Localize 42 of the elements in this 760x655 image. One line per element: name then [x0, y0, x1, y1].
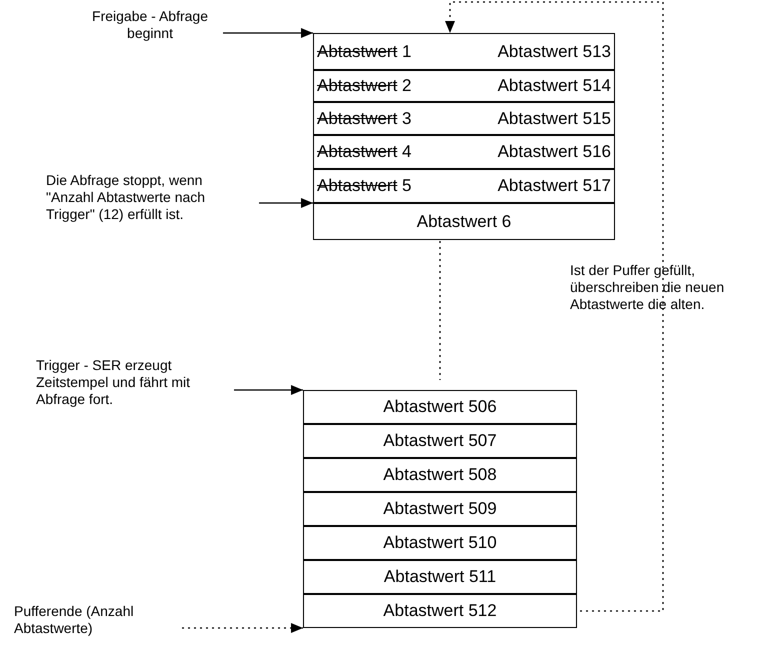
- annotation-text: Trigger - SER erzeugt Zeitstempel und fährt mit Abfrage fort.: [36, 357, 226, 408]
- sample-text: Abtastwert 514: [498, 76, 611, 96]
- sample-text: Abtastwert 511: [384, 567, 496, 587]
- sample-text: Abtastwert 509: [383, 499, 497, 519]
- annotation-text: Die Abfrage stoppt, wenn "Anzahl Abtastwerte nach Trigger" (12) erfüllt ist.: [46, 172, 251, 223]
- buffer-row: [313, 135, 615, 169]
- overwritten-sample-text: Abtastwert 3: [317, 108, 412, 128]
- sample-text: Abtastwert 506: [383, 397, 497, 417]
- arrow: [234, 385, 303, 395]
- overwritten-sample-text: Abtastwert 5: [317, 176, 412, 196]
- annotation-text: Freigabe - Abfrage beginnt: [85, 8, 215, 42]
- buffer-row: [303, 424, 577, 458]
- arrow: [223, 28, 313, 38]
- sample-text: Abtastwert 517: [498, 176, 611, 196]
- buffer-row: [303, 458, 577, 492]
- buffer-row: [313, 169, 615, 203]
- arrow: [445, 1, 664, 612]
- annotation-text: Pufferende (Anzahl Abtastwerte): [14, 603, 174, 637]
- sample-text: Abtastwert 515: [498, 108, 611, 128]
- buffer-row: [303, 560, 577, 594]
- buffer-row: [313, 203, 615, 240]
- buffer-row: [313, 70, 615, 102]
- arrow: [259, 198, 313, 208]
- sample-text: Abtastwert 512: [383, 601, 497, 621]
- buffer-row: [303, 594, 577, 628]
- connector-line: [439, 241, 441, 380]
- sample-text: Abtastwert 516: [498, 142, 611, 162]
- note-text: Ist der Puffer gefüllt, überschreiben die neuen Abtastwerte die alten.: [570, 262, 726, 313]
- overwritten-sample-text: Abtastwert 4: [317, 142, 412, 162]
- sample-text: Abtastwert 513: [498, 42, 611, 62]
- buffer-row: [303, 390, 577, 424]
- buffer-row: [303, 492, 577, 526]
- overwritten-sample-text: Abtastwert 2: [317, 76, 412, 96]
- arrow: [182, 623, 303, 633]
- sample-text: Abtastwert 507: [383, 431, 497, 451]
- overwritten-sample-text: Abtastwert 1: [317, 42, 412, 62]
- sample-text: Abtastwert 508: [383, 465, 497, 485]
- sample-text: Abtastwert 6: [416, 212, 512, 232]
- sample-text: Abtastwert 510: [383, 533, 497, 553]
- buffer-row: [313, 33, 615, 70]
- buffer-row: [313, 102, 615, 135]
- buffer-row: [303, 526, 577, 560]
